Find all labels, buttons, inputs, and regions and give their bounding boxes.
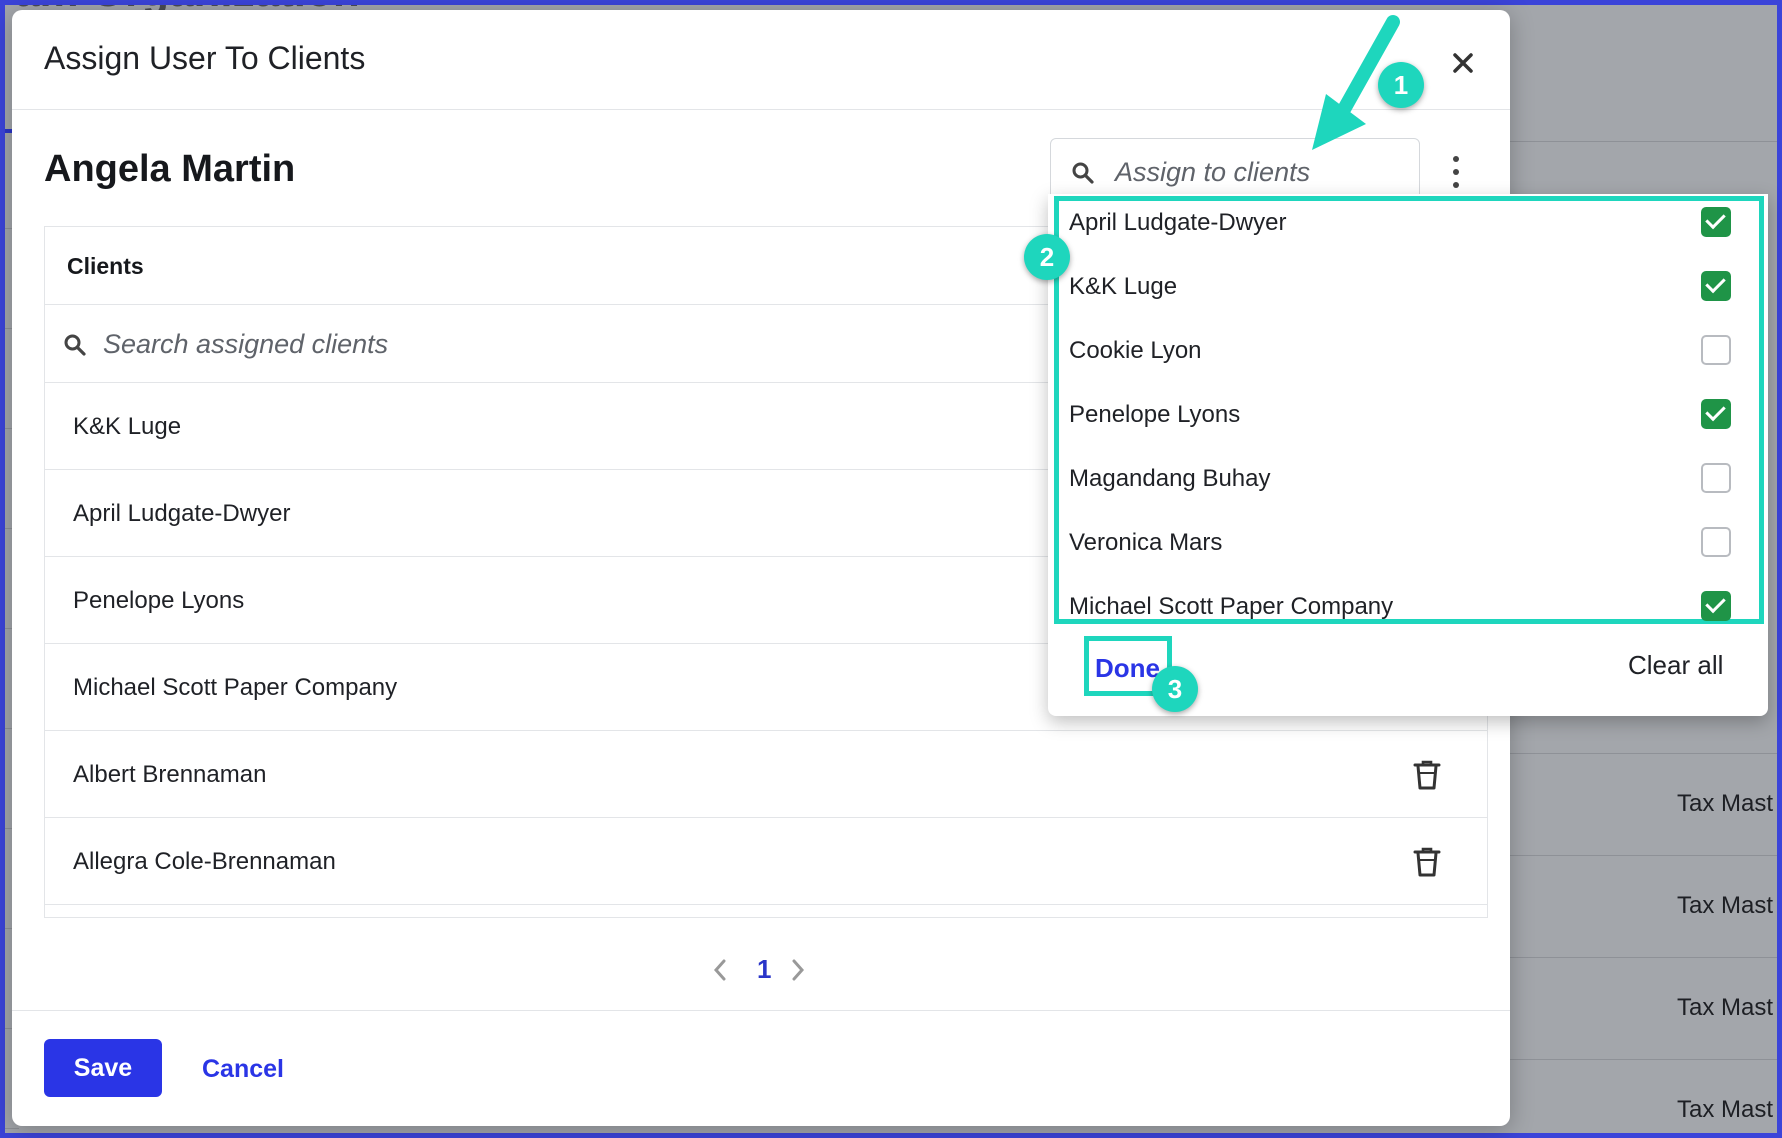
checkbox[interactable] xyxy=(1701,207,1731,237)
list-item[interactable]: K&K Luge xyxy=(1059,265,1759,329)
pagination: 1 xyxy=(712,952,832,992)
background-row: Tax Mast xyxy=(1505,957,1777,1059)
table-row: April Ludgate-Dwyer xyxy=(45,470,1487,557)
assign-search-placeholder: Assign to clients xyxy=(1115,157,1311,187)
option-label: Magandang Buhay xyxy=(1069,465,1271,492)
background-cell: Tax Mast xyxy=(1677,1096,1774,1123)
table-row: Michael Scott Paper Company xyxy=(45,644,1487,731)
table-row: Penelope Lyons xyxy=(45,557,1487,644)
client-name: Penelope Lyons xyxy=(73,587,245,614)
chevron-left-icon[interactable] xyxy=(712,958,728,982)
client-name: April Ludgate-Dwyer xyxy=(73,500,291,527)
table-row: Allegra Cole-Brennaman xyxy=(45,818,1487,905)
annotation-arrow-icon xyxy=(1312,15,1400,150)
step-badge-3: 3 xyxy=(1152,666,1198,712)
table-row: Albert Brennaman xyxy=(45,731,1487,818)
background-cell: Tax Mast xyxy=(1677,790,1774,817)
list-item[interactable]: Penelope Lyons xyxy=(1059,393,1759,457)
background-cell: Tax Mast xyxy=(1677,994,1774,1021)
step-badge-1: 1 xyxy=(1378,62,1424,108)
option-label: Penelope Lyons xyxy=(1069,401,1241,428)
search-icon xyxy=(64,334,86,356)
search-assigned-clients-input[interactable]: Search assigned clients xyxy=(45,305,1487,383)
trash-icon[interactable] xyxy=(1412,846,1442,878)
current-page[interactable]: 1 xyxy=(757,954,772,984)
client-name: Michael Scott Paper Company xyxy=(73,674,398,701)
user-name: Angela Martin xyxy=(44,148,296,190)
list-item[interactable]: Magandang Buhay xyxy=(1059,457,1759,521)
background-cell: Tax Mast xyxy=(1677,892,1774,919)
list-item[interactable]: April Ludgate-Dwyer xyxy=(1059,201,1759,265)
done-button[interactable]: Done xyxy=(1095,653,1160,683)
chevron-right-icon[interactable] xyxy=(790,958,806,982)
background-row: Tax Mast xyxy=(1505,753,1777,855)
background-row: Tax Mast xyxy=(1505,1059,1777,1133)
checkbox[interactable] xyxy=(1701,271,1731,301)
option-label: Veronica Mars xyxy=(1069,529,1223,556)
modal-footer: Save Cancel xyxy=(12,1010,1510,1126)
assign-clients-dropdown: April Ludgate-Dwyer K&K Luge Cookie Lyon… xyxy=(1048,194,1768,716)
clients-header-label: Clients xyxy=(67,253,144,279)
background-row: Tax Mast xyxy=(1505,855,1777,957)
assign-to-clients-input[interactable]: Assign to clients xyxy=(1050,138,1420,204)
option-label: April Ludgate-Dwyer xyxy=(1069,209,1287,236)
search-icon xyxy=(1072,162,1094,184)
option-label: Michael Scott Paper Company xyxy=(1069,593,1394,620)
checkbox[interactable] xyxy=(1701,399,1731,429)
client-name: K&K Luge xyxy=(73,413,182,440)
background-divider xyxy=(1505,141,1777,142)
list-item[interactable]: Michael Scott Paper Company xyxy=(1059,585,1759,649)
modal-title: Assign User To Clients xyxy=(44,40,366,76)
table-row: K&K Luge xyxy=(45,383,1487,470)
checkbox[interactable] xyxy=(1701,335,1731,365)
trash-icon[interactable] xyxy=(1412,759,1442,791)
kebab-menu-icon[interactable] xyxy=(1444,150,1468,194)
checkbox[interactable] xyxy=(1701,527,1731,557)
checkbox[interactable] xyxy=(1701,591,1731,621)
save-button[interactable]: Save xyxy=(44,1039,162,1097)
step-badge-2: 2 xyxy=(1024,234,1070,280)
client-name: Allegra Cole-Brennaman xyxy=(73,848,336,875)
checkbox[interactable] xyxy=(1701,463,1731,493)
list-item[interactable]: Veronica Mars xyxy=(1059,521,1759,585)
option-label: Cookie Lyon xyxy=(1069,337,1202,364)
client-name: Albert Brennaman xyxy=(73,761,267,788)
client-options-list: April Ludgate-Dwyer K&K Luge Cookie Lyon… xyxy=(1054,196,1764,624)
close-icon xyxy=(1453,53,1473,73)
cancel-button[interactable]: Cancel xyxy=(202,1055,284,1083)
close-button[interactable] xyxy=(1446,46,1480,80)
background-table: Tax Mast Tax Mast Tax Mast Tax Mast xyxy=(1505,753,1777,1133)
clear-all-button[interactable]: Clear all xyxy=(1628,650,1724,680)
list-item[interactable]: Cookie Lyon xyxy=(1059,329,1759,393)
search-assigned-placeholder: Search assigned clients xyxy=(103,329,389,359)
modal-header: Assign User To Clients xyxy=(12,10,1510,110)
option-label: K&K Luge xyxy=(1069,273,1178,300)
